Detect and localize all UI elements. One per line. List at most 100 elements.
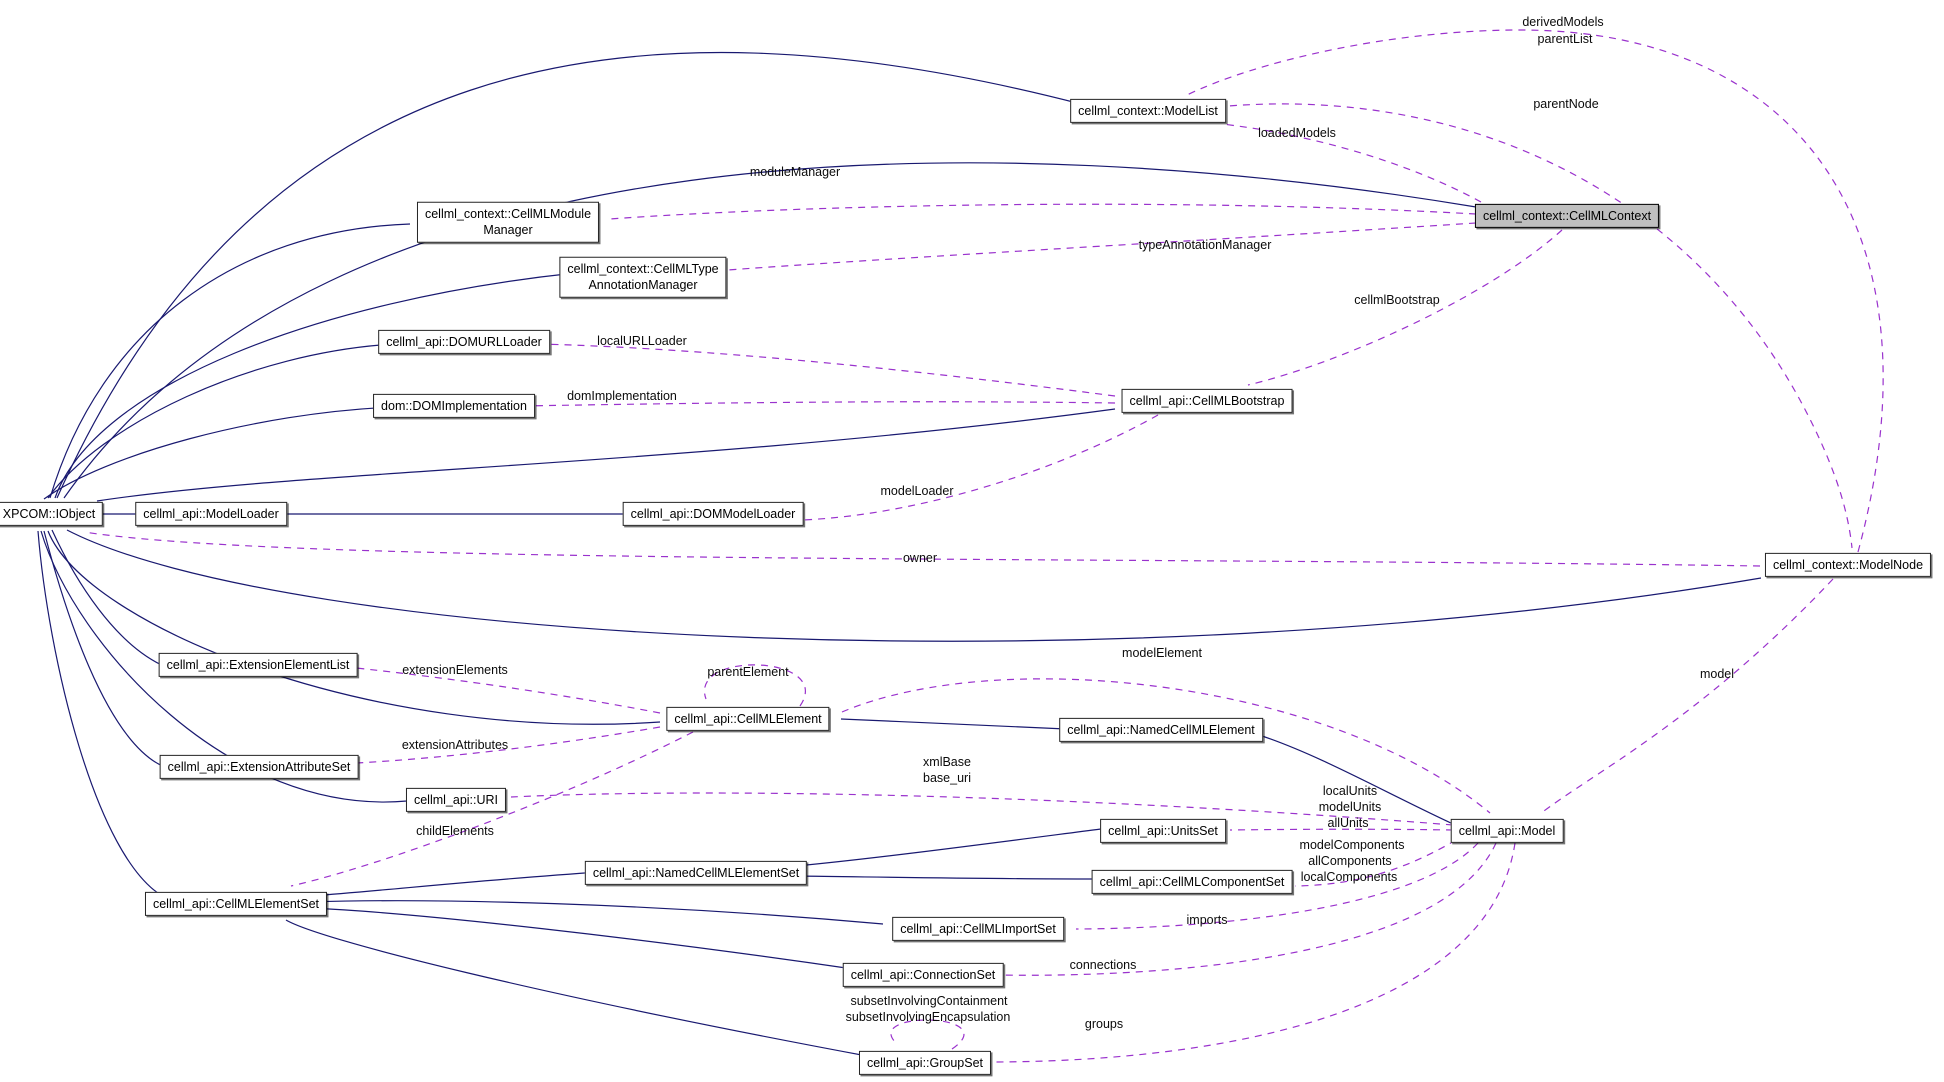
node-label: cellml_api::CellMLComponentSet [1099, 874, 1285, 889]
edge-modelComponents [1294, 839, 1457, 887]
node-connectionset[interactable]: cellml_api::ConnectionSet [842, 962, 1004, 988]
edge-owner [83, 531, 1761, 567]
node-namedcellmlelement[interactable]: cellml_api::NamedCellMLElement [1059, 717, 1263, 743]
node-label-line2: AnnotationManager [588, 278, 698, 292]
node-label: cellml_api::ModelLoader [143, 506, 279, 521]
node-namedcellmlelementset[interactable]: cellml_api::NamedCellMLElementSet [584, 860, 808, 886]
node-domimplementation[interactable]: dom::DOMImplementation [373, 393, 535, 419]
edge-label-extensionElements: extensionElements [402, 663, 508, 677]
edge-label-localURLLoader: localURLLoader [597, 334, 687, 348]
edge-model-namedelement [1258, 734, 1454, 825]
edge-derivedModels-parentList [1186, 29, 1884, 553]
edge-extattrset-iobject [43, 530, 168, 769]
edge-label-typeAnnotationManager: typeAnnotationManager [1138, 238, 1272, 252]
node-xpcom-iobject[interactable]: XPCOM::IObject [0, 501, 104, 527]
node-label: cellml_context::CellMLContext [1482, 208, 1652, 223]
node-label: cellml_context::ModelNode [1772, 557, 1924, 572]
edge-localURLLoader [537, 343, 1116, 397]
edge-label-loadedModels: loadedModels [1258, 126, 1336, 140]
node-domurlloader[interactable]: cellml_api::DOMURLLoader [378, 329, 550, 355]
edge-localUnits [1229, 828, 1454, 831]
edge-label-allUnits: allUnits [1327, 816, 1369, 830]
node-extensionattributeset[interactable]: cellml_api::ExtensionAttributeSet [159, 754, 359, 780]
node-label: cellml_api::DOMModelLoader [630, 506, 796, 521]
node-label-line2: Manager [483, 223, 533, 237]
node-label: XPCOM::IObject [2, 506, 96, 521]
node-label: dom::DOMImplementation [381, 398, 527, 413]
edge-extelemlist-iobject [51, 529, 167, 668]
edge-parentElement-selfloop [703, 664, 806, 707]
node-unitsset[interactable]: cellml_api::UnitsSet [1100, 818, 1226, 844]
edge-cellmlBootstrap [1247, 229, 1563, 386]
edge-connectionset-elementset [310, 907, 854, 970]
edge-label-modelComponents: modelComponents [1299, 838, 1405, 852]
node-extensionelementlist[interactable]: cellml_api::ExtensionElementList [158, 652, 358, 678]
edge-model [1539, 578, 1834, 815]
node-label: cellml_context::CellMLType [567, 261, 719, 276]
edge-label-childElements: childElements [416, 824, 494, 838]
node-label: cellml_api::NamedCellMLElementSet [592, 865, 800, 880]
edge-label-allComponents: allComponents [1308, 854, 1392, 868]
edge-uri-iobject [40, 530, 408, 803]
edge-label-connections: connections [1069, 958, 1137, 972]
edge-label-modelLoader: modelLoader [880, 484, 954, 498]
node-cellmlbootstrap[interactable]: cellml_api::CellMLBootstrap [1121, 388, 1293, 414]
node-label: cellml_context::CellMLModule [424, 206, 592, 221]
node-uri[interactable]: cellml_api::URI [405, 787, 507, 813]
node-model[interactable]: cellml_api::Model [1450, 818, 1564, 844]
edge-label-localUnits: localUnits [1322, 784, 1378, 798]
edge-label-groups: groups [1084, 1017, 1124, 1031]
edge-childElements [290, 731, 694, 887]
node-modellist[interactable]: cellml_context::ModelList [1070, 98, 1226, 124]
edge-domurlloader-iobject [47, 343, 396, 499]
node-groupset[interactable]: cellml_api::GroupSet [858, 1050, 992, 1076]
edge-imports [1075, 842, 1479, 930]
node-label: cellml_api::ExtensionElementList [166, 657, 350, 672]
edge-parentNode [1216, 103, 1853, 549]
node-label: cellml_api::DOMURLLoader [386, 334, 542, 349]
node-dommodelloader[interactable]: cellml_api::DOMModelLoader [622, 501, 804, 527]
edge-modelnode-iobject [66, 529, 1762, 642]
node-label: cellml_api::CellMLImportSet [900, 921, 1056, 936]
edge-label-imports: imports [1186, 913, 1228, 927]
edge-cellmlelement-iobject [47, 530, 661, 725]
edge-typeAnnotationManager [713, 222, 1477, 272]
edge-context-iobject [63, 162, 1477, 499]
node-cellmlelementset[interactable]: cellml_api::CellMLElementSet [144, 891, 328, 917]
node-label: cellml_api::Model [1458, 823, 1556, 838]
edge-label-parentElement: parentElement [707, 665, 789, 679]
edge-label-modelElement: modelElement [1122, 646, 1202, 660]
edge-typeannmgr-iobject [54, 272, 576, 499]
edge-domimpl-iobject [43, 406, 394, 500]
node-cellmlelement[interactable]: cellml_api::CellMLElement [666, 706, 830, 732]
node-modelnode[interactable]: cellml_context::ModelNode [1764, 552, 1932, 578]
edge-modelElement [841, 678, 1491, 814]
edge-label-base-uri: base_uri [923, 771, 971, 785]
edge-groupset-elementset [285, 919, 868, 1057]
edge-label-cellmlBootstrap: cellmlBootstrap [1354, 293, 1440, 307]
edge-extensionElements [355, 667, 661, 714]
edge-componentset-namedelementset [795, 875, 1096, 880]
edge-modellist-iobject [56, 51, 1082, 499]
node-cellmlcomponentset[interactable]: cellml_api::CellMLComponentSet [1091, 869, 1293, 895]
edge-namedelement-cellmlelement [840, 718, 1067, 730]
node-label: cellml_api::GroupSet [866, 1055, 984, 1070]
node-label: cellml_api::CellMLBootstrap [1129, 393, 1285, 408]
edge-label-owner: owner [902, 551, 938, 565]
edge-elementset-iobject [37, 530, 165, 898]
node-modelloader[interactable]: cellml_api::ModelLoader [135, 501, 287, 527]
edge-label-extensionAttributes: extensionAttributes [401, 738, 509, 752]
edge-label-derivedModels: derivedModels [1522, 15, 1604, 29]
edge-loadedModels [1221, 123, 1482, 203]
edge-label-subsetInvolvingContainment: subsetInvolvingContainment [850, 994, 1008, 1008]
node-label: cellml_api::UnitsSet [1108, 823, 1218, 838]
edge-modelLoader [801, 414, 1159, 521]
node-cellmlimportset[interactable]: cellml_api::CellMLImportSet [892, 916, 1064, 942]
edge-connections [997, 842, 1497, 976]
edge-label-subsetInvolvingEncapsulation: subsetInvolvingEncapsulation [845, 1010, 1011, 1024]
edge-xmlBase-base_uri [510, 792, 1454, 826]
